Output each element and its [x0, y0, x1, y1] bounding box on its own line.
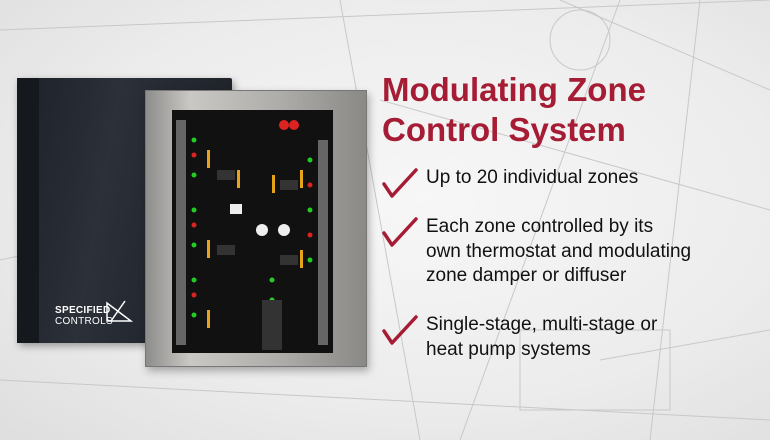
- page-title: Modulating Zone Control System: [382, 70, 646, 150]
- title-line2: Control System: [382, 111, 626, 148]
- brand-logo: SPECIFIED CONTROLS: [55, 300, 133, 327]
- title-line1: Modulating Zone: [382, 71, 646, 108]
- feature-text: Up to 20 individual zones: [426, 167, 639, 188]
- checkmark-icon: [382, 168, 418, 198]
- feature-text: own thermostat and modulating: [426, 240, 692, 262]
- circuit-board: [172, 110, 333, 353]
- feature-item: Single-stage, multi-stage or heat pump s…: [382, 313, 657, 362]
- logo-line1: SPECIFIED: [55, 305, 111, 316]
- feature-text: Single-stage, multi-stage or: [426, 314, 658, 335]
- feature-item: Each zone controlled by its own thermost…: [382, 215, 691, 289]
- checkmark-icon: [382, 217, 418, 247]
- circuit-components: [176, 120, 328, 350]
- logo-line2: CONTROLS: [55, 316, 113, 327]
- enclosure-cover-side: [17, 78, 39, 343]
- triangle-ruler-icon: [106, 300, 133, 322]
- feature-item: Up to 20 individual zones: [382, 166, 638, 198]
- feature-text: zone damper or diffuser: [426, 265, 627, 286]
- checkmark-icon: [382, 315, 418, 345]
- feature-text: heat pump systems: [426, 338, 591, 360]
- feature-text: Each zone controlled by its: [426, 216, 654, 237]
